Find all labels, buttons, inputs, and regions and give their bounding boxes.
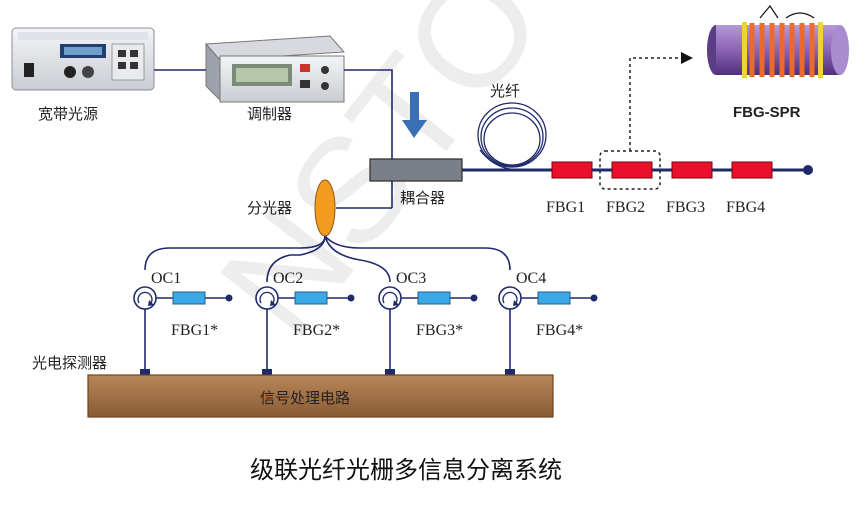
fbg-grating-4 xyxy=(731,161,773,179)
fbg-grating-1 xyxy=(551,161,593,179)
ref-grating-label-2: FBG2* xyxy=(293,322,340,339)
fbg-label-3: FBG3 xyxy=(666,199,705,216)
signal-circuit-board xyxy=(87,374,554,418)
ref-fiber-end-1 xyxy=(225,294,233,302)
fbg-spr-sensor xyxy=(707,4,849,78)
ref-grating-3 xyxy=(417,291,451,305)
fbg-grating-3 xyxy=(671,161,713,179)
circulator-label-1: OC1 xyxy=(151,270,181,287)
ref-grating-2 xyxy=(294,291,328,305)
signal-circuit-label: 信号处理电路 xyxy=(260,389,350,407)
circulator-arrowhead-3 xyxy=(393,300,399,306)
fiber-end xyxy=(803,165,813,175)
photodetector-1 xyxy=(140,369,150,377)
ref-grating-1 xyxy=(172,291,206,305)
figure-caption: 级联光纤光栅多信息分离系统 xyxy=(250,456,562,484)
ref-fiber-end-3 xyxy=(470,294,478,302)
ref-fiber-end-2 xyxy=(347,294,355,302)
fiber-label: 光纤 xyxy=(490,82,520,100)
splitter-label: 分光器 xyxy=(247,199,292,217)
coupler xyxy=(369,158,463,182)
broadband-source-device xyxy=(11,27,155,91)
broadband-source-label: 宽带光源 xyxy=(38,105,98,123)
circulator-arrowhead-2 xyxy=(270,300,276,306)
splitter xyxy=(314,179,336,237)
coupler-label: 耦合器 xyxy=(400,189,445,207)
fiber-coil xyxy=(477,102,547,171)
circulator-arrow-2 xyxy=(259,291,275,304)
fbg-grating-2 xyxy=(611,161,653,179)
circulator-label-2: OC2 xyxy=(273,270,303,287)
circulator-1 xyxy=(133,286,157,310)
fbg-spr-label: FBG-SPR xyxy=(733,104,801,121)
modulator-label: 调制器 xyxy=(247,105,292,123)
photodetector-3 xyxy=(385,369,395,377)
circulator-arrow-1 xyxy=(137,291,153,304)
circulator-4 xyxy=(498,286,522,310)
ref-fiber-end-4 xyxy=(590,294,598,302)
fbg-label-4: FBG4 xyxy=(726,199,765,216)
photodetector-2 xyxy=(262,369,272,377)
photodetector-4 xyxy=(505,369,515,377)
circulator-arrow-4 xyxy=(502,291,518,304)
highlight-arrow xyxy=(629,52,693,151)
ref-grating-label-3: FBG3* xyxy=(416,322,463,339)
fbg-label-1: FBG1 xyxy=(546,199,585,216)
modulator-device xyxy=(204,35,346,103)
input-arrow xyxy=(402,92,427,138)
circulator-2 xyxy=(255,286,279,310)
connection-wires xyxy=(154,69,393,209)
circulator-arrowhead-4 xyxy=(513,300,519,306)
ref-grating-label-1: FBG1* xyxy=(171,322,218,339)
photodetector-label: 光电探测器 xyxy=(32,354,107,372)
ref-grating-label-4: FBG4* xyxy=(536,322,583,339)
circulator-arrowhead-1 xyxy=(148,300,154,306)
branch-fibers xyxy=(144,235,511,283)
circulator-arrow-3 xyxy=(382,291,398,304)
circulator-label-3: OC3 xyxy=(396,270,426,287)
fbg-group: FBG1 FBG2 FBG3 FBG4 xyxy=(546,161,773,216)
ref-grating-4 xyxy=(537,291,571,305)
circulator-label-4: OC4 xyxy=(516,270,546,287)
circulator-3 xyxy=(378,286,402,310)
fbg-label-2: FBG2 xyxy=(606,199,645,216)
